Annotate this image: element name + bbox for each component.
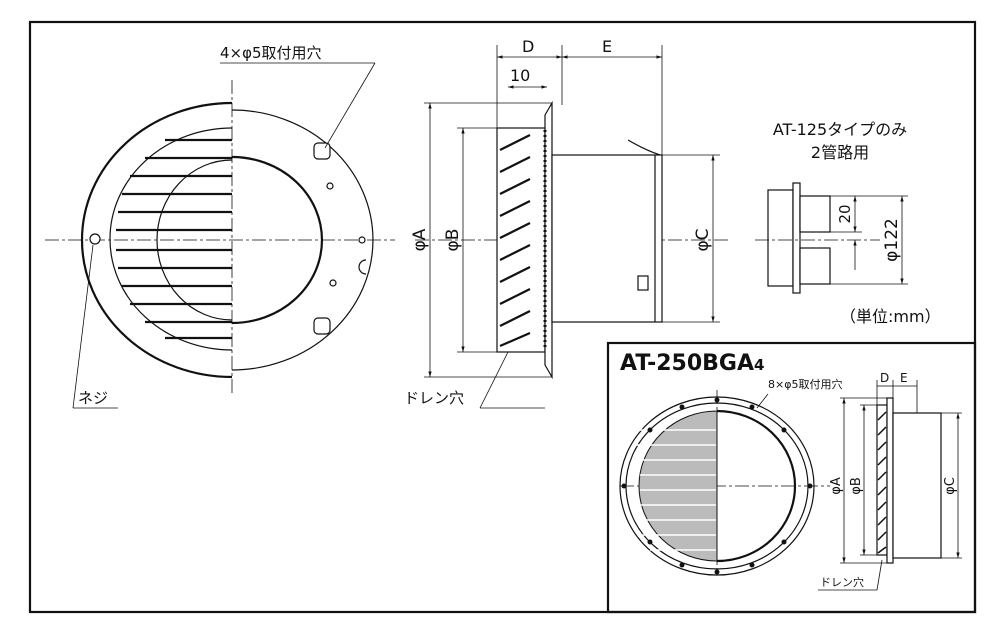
inset-holes-label: 8×φ5取付用穴: [768, 377, 842, 391]
dim-e: E: [602, 37, 612, 56]
dim-10: 10: [510, 66, 530, 85]
mount-hole-icon: [313, 142, 331, 160]
dim-a: φA: [410, 228, 430, 251]
screw-icon: [89, 233, 101, 245]
option-title: AT-125タイプのみ: [773, 120, 907, 139]
screw-label: ネジ: [78, 389, 108, 407]
inset-dim-a: φA: [829, 477, 844, 495]
side-view: D E 10 φA φB φC ドレン穴: [404, 37, 730, 409]
dim-c: φC: [693, 228, 713, 251]
dim-20: 20: [836, 204, 854, 223]
dim-d: D: [522, 37, 534, 56]
inset-dim-e: E: [900, 371, 908, 385]
dim-b: φB: [443, 229, 463, 252]
front-view: 4×φ5取付用穴 ネジ: [45, 44, 395, 409]
drain-label: ドレン穴: [404, 389, 464, 407]
unit-label: （単位:mm）: [840, 307, 941, 326]
mount-hole-icon: [313, 317, 331, 335]
option-subtitle: 2管路用: [811, 143, 869, 162]
dim-122: φ122: [882, 218, 902, 262]
inset-dim-c: φC: [943, 477, 958, 495]
drawing-border: [28, 20, 977, 614]
side-louvers: [499, 130, 547, 350]
two-pipe-option: AT-125タイプのみ 2管路用 20 φ122 （単位:mm）: [755, 120, 941, 326]
inset-dim-d: D: [880, 371, 889, 385]
inset-dim-b: φB: [849, 477, 864, 495]
inset-drain-label: ドレン穴: [820, 575, 864, 589]
inset-model: AT-250BGA4: [620, 351, 764, 376]
inset-at-250bga4: AT-250BGA4 8×φ5取付用穴: [606, 341, 977, 614]
holes-label: 4×φ5取付用穴: [220, 44, 322, 62]
grille-louvers: [116, 138, 233, 340]
